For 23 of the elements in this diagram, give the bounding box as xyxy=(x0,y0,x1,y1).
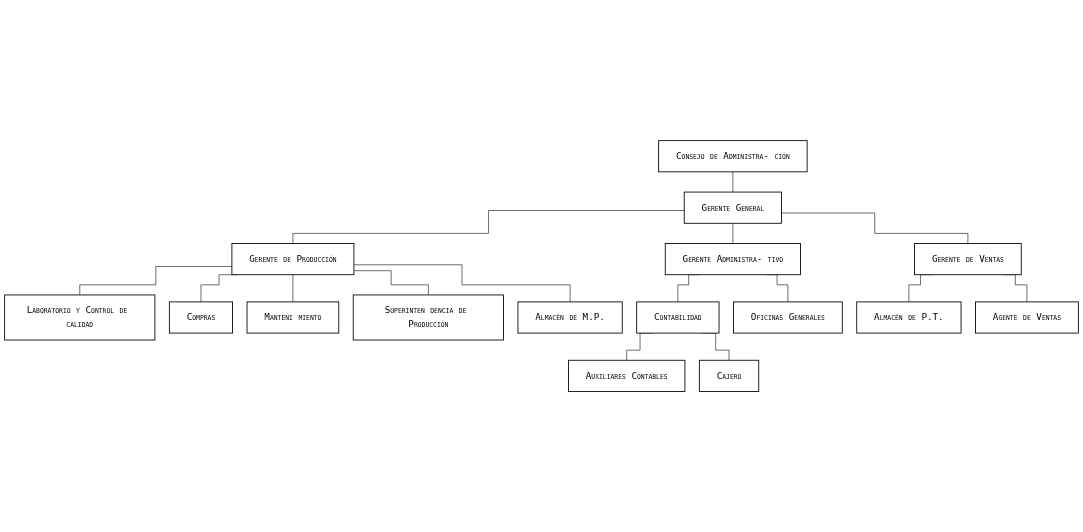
node-box: Laboratorio y Control de calidad xyxy=(4,294,156,341)
node-box: Almacén de P.T. xyxy=(856,301,962,334)
connector xyxy=(781,212,969,244)
node-box: Agente de Ventas xyxy=(975,301,1079,334)
node-box: Oficinas Generales xyxy=(733,301,843,334)
node-box: Auxiliares Contables xyxy=(568,359,686,392)
connector xyxy=(292,274,294,303)
node-box: Manteni miento xyxy=(246,301,340,334)
connector xyxy=(292,210,685,244)
node-box: Gerente Administra- tivo xyxy=(664,243,801,276)
connector xyxy=(79,266,233,296)
node-box: Gerente de Ventas xyxy=(914,243,1022,276)
node-box: Superinten dencia de Producción xyxy=(352,294,504,341)
node-box: Almacén de M.P. xyxy=(517,301,623,334)
node-box: Contabilidad xyxy=(636,301,720,334)
connector xyxy=(732,222,734,244)
node-box: Compras xyxy=(168,301,233,334)
node-box: Gerente de Producción xyxy=(231,243,355,276)
connector xyxy=(353,270,429,296)
node-box: Gerente General xyxy=(683,191,782,224)
node-box: Consejo de Administra- ción xyxy=(658,140,808,173)
node-box: Cajero xyxy=(698,359,760,392)
connector xyxy=(353,264,571,303)
